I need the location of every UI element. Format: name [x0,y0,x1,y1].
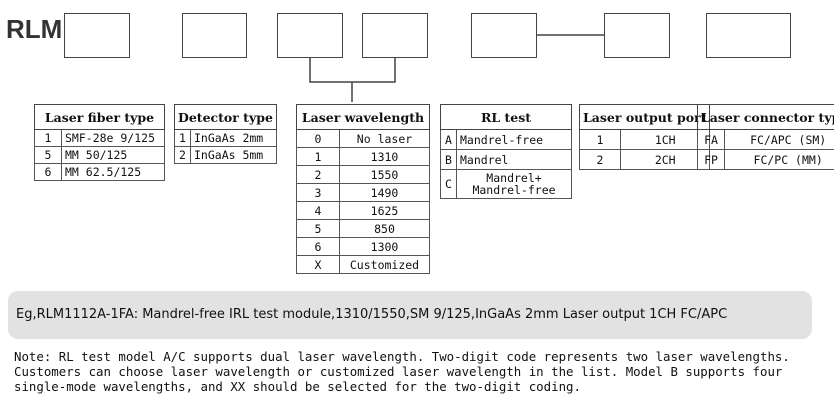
detector-type-table: Detector type 1 InGaAs 2mm 2 InGaAs 5mm [174,104,277,164]
fiber-code: 6 [34,163,62,181]
table-row: 1 1CH [579,129,711,150]
table-row: 1 1310 [296,147,430,166]
detector-code: 2 [174,146,191,164]
rl-test-value: Mandrel [456,149,572,170]
note-text: Note: RL test model A/C supports dual la… [14,349,824,394]
output-port-code: 1 [579,129,621,150]
rl-test-value-line1: Mandrel+ [486,171,542,185]
table-row: 2 InGaAs 5mm [174,146,277,164]
wavelength-value: No laser [339,129,430,148]
rl-test-value: Mandrel-free [456,129,572,150]
table-row: 1 SMF-28e 9/125 [34,129,165,147]
table-row: 5 850 [296,219,430,238]
wavelength-value: 1625 [339,201,430,220]
rl-test-table: RL test A Mandrel-free B Mandrel C Mandr… [440,104,572,199]
table-row: C Mandrel+ Mandrel-free [440,169,572,199]
fiber-code: 5 [34,146,62,164]
rl-test-value: Mandrel+ Mandrel-free [456,169,572,199]
connector-type-header: Laser connector type [696,104,834,130]
example-banner: Eg,RLM1112A-1FA: Mandrel-free IRL test m… [8,291,812,339]
table-row: 2 1550 [296,165,430,184]
fiber-type-table: Laser fiber type 1 SMF-28e 9/125 5 MM 50… [34,104,165,181]
detector-value: InGaAs 5mm [190,146,277,164]
code-box-wavelength-1 [277,13,343,58]
code-box-output-port [604,13,670,58]
rl-test-code: B [440,149,457,170]
table-row: 3 1490 [296,183,430,202]
wavelength-code: 2 [296,165,340,184]
table-row: 1 InGaAs 2mm [174,129,277,147]
table-row: FP FC/PC (MM) [697,149,834,170]
rl-test-code: A [440,129,457,150]
wavelength-code: 5 [296,219,340,238]
wavelength-code: 1 [296,147,340,166]
table-row: FA FC/APC (SM) [697,129,834,150]
table-row: X Customized [296,255,430,274]
fiber-value: MM 62.5/125 [61,163,165,181]
wavelength-table: Laser wavelength 0 No laser 1 1310 2 155… [296,104,430,274]
wavelength-value: 1300 [339,237,430,256]
connector-lines [309,34,604,102]
connector-code: FA [697,129,725,150]
wavelength-value: 1310 [339,147,430,166]
wavelength-value: 1550 [339,165,430,184]
output-port-table: Laser output port 1 1CH 2 2CH [578,104,711,170]
connector-value: FC/PC (MM) [723,149,834,170]
rl-test-header: RL test [440,104,572,130]
connector-value: FC/APC (SM) [723,129,834,150]
code-box-wavelength-2 [362,13,428,58]
connector-type-table: Laser connector type FA FC/APC (SM) FP F… [696,104,834,170]
table-row: 0 No laser [296,129,430,148]
note-line-2: Customers can choose laser wavelength or… [14,364,783,379]
fiber-type-header: Laser fiber type [34,104,165,130]
rl-test-value-line2: Mandrel-free [472,183,556,197]
connector-code: FP [697,149,725,170]
table-row: B Mandrel [440,149,572,170]
table-row: 6 MM 62.5/125 [34,163,165,181]
table-row: 5 MM 50/125 [34,146,165,164]
detector-value: InGaAs 2mm [190,129,277,147]
wavelength-value: Customized [339,255,430,274]
wavelength-bracket [309,58,396,83]
note-line-1: Note: RL test model A/C supports dual la… [14,349,790,364]
wavelength-value: 1490 [339,183,430,202]
wavelength-value: 850 [339,219,430,238]
wavelength-code: X [296,255,340,274]
code-box-detector [182,13,247,58]
wavelength-code: 4 [296,201,340,220]
wavelength-code: 6 [296,237,340,256]
wavelength-header: Laser wavelength [296,104,430,130]
output-port-code: 2 [579,149,621,170]
table-row: 6 1300 [296,237,430,256]
code-box-connector [706,13,791,58]
output-port-header: Laser output port [578,104,711,130]
model-prefix: RLM [6,14,63,44]
table-row: A Mandrel-free [440,129,572,150]
detector-type-header: Detector type [174,104,277,130]
table-row: 2 2CH [579,149,711,170]
rl-test-code: C [440,169,457,199]
fiber-code: 1 [34,129,62,147]
table-row: 4 1625 [296,201,430,220]
code-box-fiber [64,13,130,58]
wavelength-code: 3 [296,183,340,202]
output-port-value: 2CH [619,149,711,170]
fiber-value: MM 50/125 [61,146,165,164]
fiber-value: SMF-28e 9/125 [61,129,165,147]
wavelength-code: 0 [296,129,340,148]
code-box-rltest [471,13,537,58]
note-line-3: single-mode wavelengths, and XX should b… [14,379,581,394]
detector-code: 1 [174,129,191,147]
